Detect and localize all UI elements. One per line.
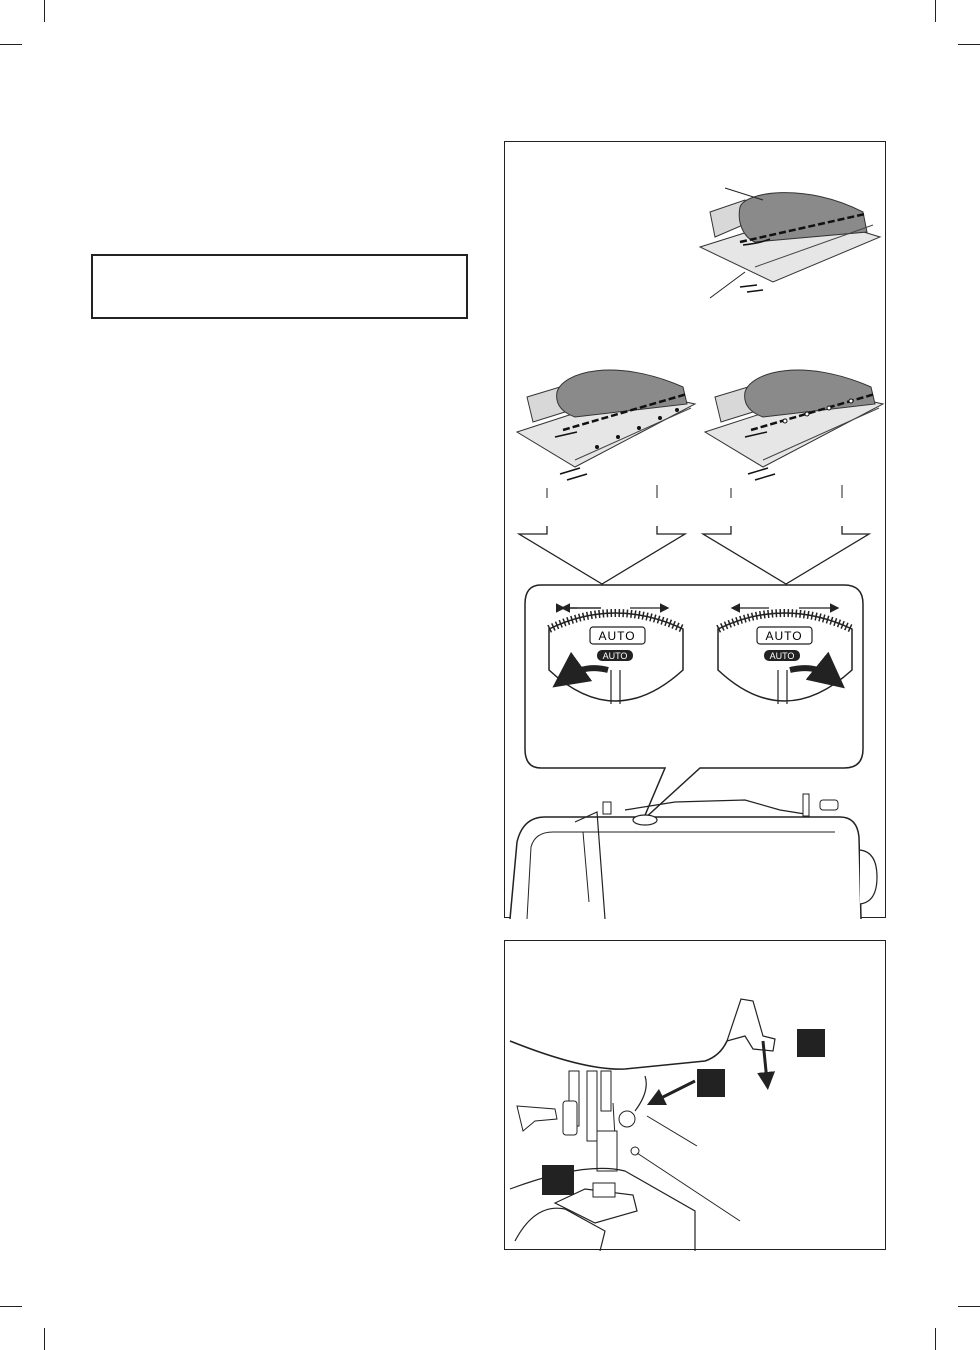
tension-dial-right: AUTO AUTO	[716, 603, 854, 704]
callout-marker-c	[542, 1165, 574, 1195]
tension-illustration: AUTO AUTO AUTO AUTO	[509, 187, 885, 920]
presser-foot	[553, 1188, 638, 1224]
notice-box	[91, 254, 468, 319]
funnel-arrow-right	[700, 526, 872, 585]
needle-clamp-screw	[618, 1110, 636, 1128]
fabric-sample-balanced	[698, 187, 882, 299]
crop-mark-top-left-h	[0, 44, 22, 45]
crop-mark-bottom-left-h	[0, 1306, 22, 1307]
crop-mark-top-right-v	[935, 0, 936, 22]
crop-mark-bottom-left-v	[44, 1328, 45, 1350]
crop-mark-bottom-right-v	[935, 1328, 936, 1350]
tension-dial-left: AUTO AUTO	[547, 603, 685, 704]
presser-foot-lever	[726, 998, 776, 1052]
rotate-left-arrow	[552, 651, 609, 688]
crop-mark-bottom-right-h	[958, 1306, 980, 1307]
crop-mark-top-left-v	[44, 0, 45, 22]
funnel-arrow-left	[516, 526, 688, 585]
dial-label-auto-left: AUTO	[598, 629, 635, 643]
dial-inner-label-left: AUTO	[603, 651, 628, 661]
tension-illustration-panel: AUTO AUTO AUTO AUTO	[504, 141, 886, 920]
sewing-machine-top-view	[509, 793, 878, 920]
needle-threader	[516, 1105, 558, 1132]
callout-marker-a	[797, 1029, 825, 1057]
lever-down-arrow	[757, 1040, 776, 1090]
callout-marker-b	[697, 1069, 725, 1097]
presser-foot-illustration	[509, 998, 825, 1252]
fabric-sample-loose	[703, 369, 885, 498]
needle-arrow	[646, 1079, 696, 1106]
presser-foot-panel	[504, 940, 886, 1252]
crop-mark-top-right-h	[958, 44, 980, 45]
dial-label-auto-right: AUTO	[765, 629, 802, 643]
leader-line-upper-fabric	[724, 187, 764, 201]
leader-line-lower-fabric	[709, 271, 746, 299]
rotate-right-arrow	[789, 651, 845, 689]
fabric-sample-tight	[515, 369, 697, 498]
dial-inner-label-right: AUTO	[770, 651, 795, 661]
